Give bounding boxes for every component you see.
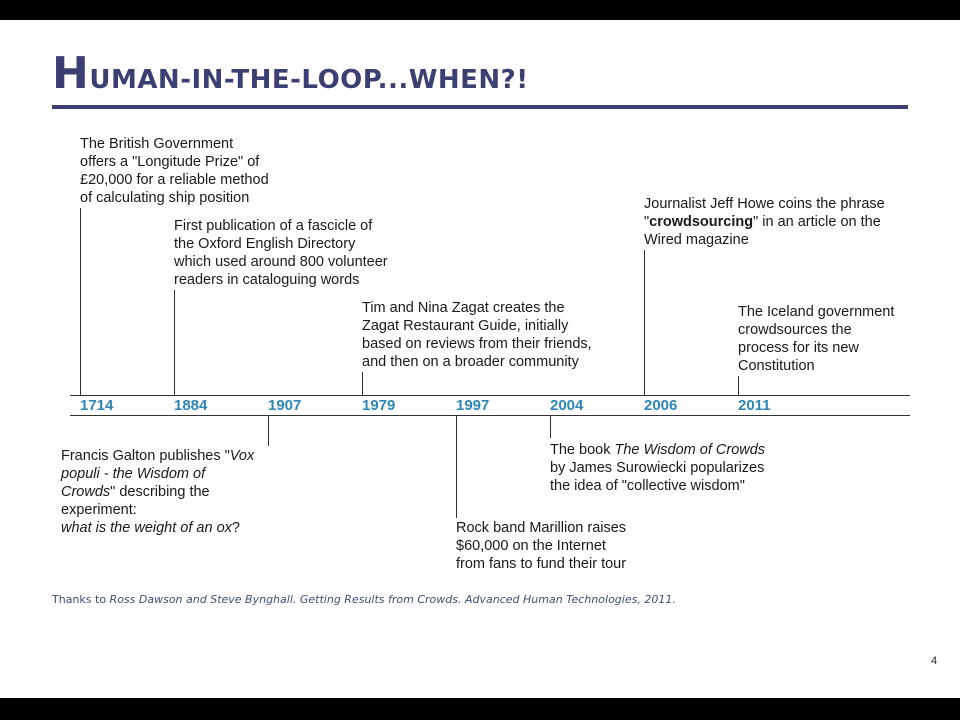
timeline-axis-bottom <box>70 415 910 416</box>
year-1714: 1714 <box>80 397 114 414</box>
event-1714: The British Government offers a "Longitu… <box>80 136 269 206</box>
crowdsourcing-term: crowdsourcing <box>649 214 754 230</box>
tick-2011 <box>738 376 739 395</box>
event-2006: Journalist Jeff Howe coins the phrase "c… <box>644 196 885 248</box>
tick-2004 <box>550 416 551 438</box>
source-credit: Thanks to Ross Dawson and Steve Bynghall… <box>52 593 676 606</box>
event-2004: The book The Wisdom of Crowds by James S… <box>550 442 766 494</box>
tick-1714 <box>80 208 81 395</box>
year-2006: 2006 <box>644 397 678 414</box>
event-1907: Francis Galton publishes "Vox populi - t… <box>61 448 255 536</box>
year-2004: 2004 <box>550 397 584 414</box>
year-2011: 2011 <box>738 397 771 414</box>
slide-title: HUMAN-IN-THE-LOOP...WHEN?! <box>52 52 529 96</box>
tick-1979 <box>362 372 363 395</box>
page-number: 4 <box>931 655 938 667</box>
top-black-bar <box>0 0 960 20</box>
title-rest: UMAN-IN-THE-LOOP...WHEN?! <box>89 65 529 95</box>
event-1997: Rock band Marillion raises $60,000 on th… <box>456 520 627 572</box>
title-initial: H <box>52 48 90 99</box>
tick-1884 <box>174 290 175 395</box>
timeline-axis-top <box>70 395 910 396</box>
year-1997: 1997 <box>456 397 490 414</box>
event-1979: Tim and Nina Zagat creates the Zagat Res… <box>362 300 592 370</box>
bottom-black-bar <box>0 698 960 720</box>
book-title: The Wisdom of Crowds <box>614 442 766 458</box>
tick-2006 <box>644 250 645 395</box>
tick-1997 <box>456 416 457 518</box>
year-1907: 1907 <box>268 397 302 414</box>
title-underline <box>52 105 908 109</box>
year-1979: 1979 <box>362 397 396 414</box>
event-1884: First publication of a fascicle of the O… <box>174 218 388 288</box>
year-1884: 1884 <box>174 397 208 414</box>
tick-1907 <box>268 416 269 446</box>
event-2011: The Iceland government crowdsources the … <box>738 304 895 374</box>
